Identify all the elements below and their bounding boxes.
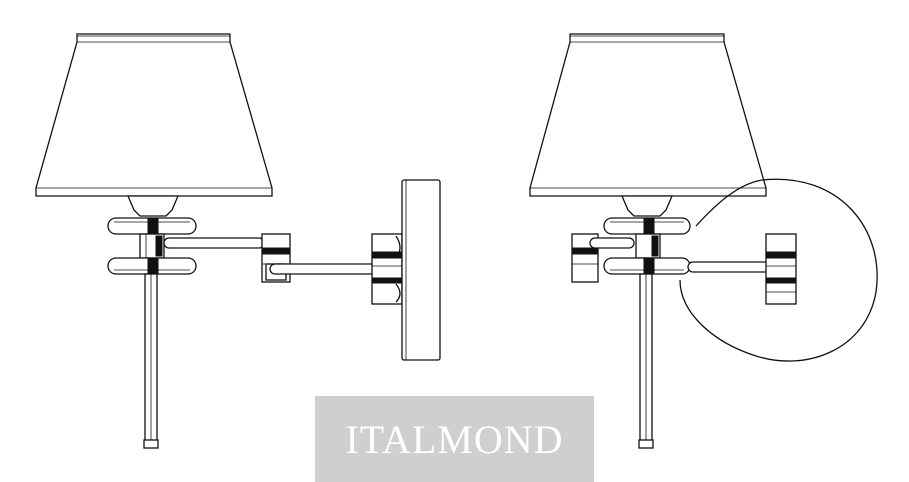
right-lamp-shade (529, 33, 767, 197)
detail-circle (679, 178, 878, 362)
right-inner-arm (589, 237, 635, 249)
left-upper-ring (107, 217, 197, 235)
left-lamp-socket (127, 195, 179, 217)
right-lamp-socket (621, 195, 673, 217)
right-upper-ring (603, 217, 691, 235)
watermark-text: ITALMOND (345, 416, 564, 462)
right-hub (635, 233, 661, 259)
right-lower-ring (603, 257, 691, 275)
left-lamp-shade (35, 33, 273, 197)
right-outer-arm (687, 261, 773, 273)
left-hub (139, 233, 165, 259)
left-inner-arm (163, 237, 265, 249)
left-elbow-joint (261, 233, 291, 283)
left-stem (143, 273, 159, 449)
left-wall-joint (371, 233, 403, 305)
left-wall-plate (401, 179, 441, 361)
left-lower-ring (107, 257, 197, 275)
right-stem (638, 273, 654, 449)
right-lamp-view (529, 33, 878, 449)
right-wall-joint (765, 233, 797, 305)
left-outer-arm (269, 263, 379, 275)
left-lamp-view (35, 33, 441, 449)
watermark-logo: ITALMOND (315, 396, 594, 482)
